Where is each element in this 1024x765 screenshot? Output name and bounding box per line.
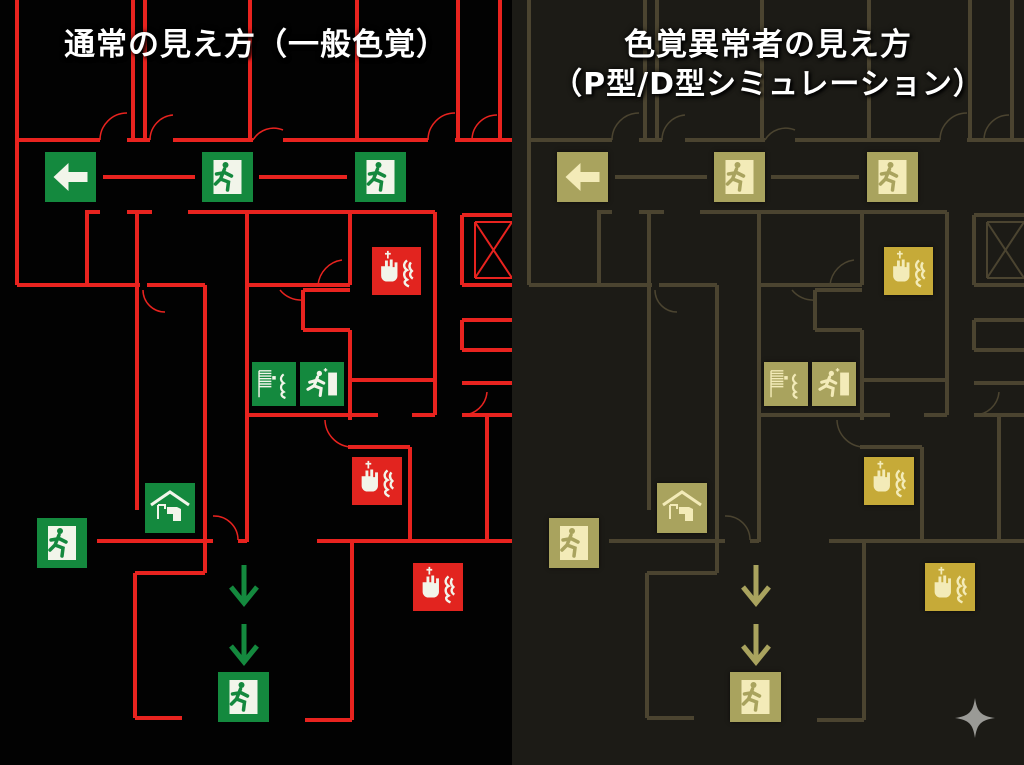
door-swing (317, 259, 343, 286)
sparkle-icon (955, 698, 995, 738)
door-swing (724, 515, 751, 541)
emergency-exit-icon (48, 526, 76, 560)
emergency-exit-sign (730, 672, 781, 722)
emergency-exit-icon (560, 526, 588, 560)
emergency-exit-sign (714, 152, 765, 202)
emergency-exit-icon (741, 680, 770, 714)
escape-route-icon (306, 368, 337, 397)
fire-alarm-call-point-sign (372, 247, 421, 295)
door-swing (764, 127, 796, 141)
refuge-shelter-sign (657, 483, 707, 533)
arrow-left-icon (53, 163, 88, 191)
door-swing (611, 112, 640, 141)
fire-alarm-call-point-sign (925, 563, 975, 611)
door-swing (427, 112, 456, 141)
door-swing (836, 419, 863, 448)
door-swing (99, 112, 128, 141)
emergency-exit-sign (355, 152, 406, 202)
fire-alarm-call-point-icon (381, 250, 414, 288)
elevator-cross (986, 221, 1024, 279)
fire-alarm-call-point-sign (864, 457, 914, 505)
fire-hose-reel-icon (770, 370, 798, 400)
door-swing (939, 112, 968, 141)
door-swing (252, 127, 284, 141)
emergency-exit-sign (549, 518, 599, 568)
panel-title-line2: （P型/D型シミュレーション） (552, 67, 984, 102)
emergency-exit-sign (218, 672, 269, 722)
escape-route-sign (300, 362, 344, 406)
arrow-left-sign (557, 152, 608, 202)
emergency-exit-icon (213, 160, 242, 194)
floor-plan (527, 0, 1024, 722)
fire-alarm-call-point-sign (352, 457, 402, 505)
emergency-exit-sign (37, 518, 87, 568)
emergency-exit-icon (229, 680, 258, 714)
floor-plan (15, 0, 512, 722)
arrow-down-sign (228, 622, 260, 666)
arrow-down-sign (740, 563, 772, 607)
door-swing (791, 289, 816, 301)
door-swing (471, 114, 498, 141)
color-blind-simulation-panel: 色覚異常者の見え方 （P型/D型シミュレーション） (512, 0, 1024, 765)
normal-vision-panel: 通常の見え方（一般色覚） (15, 0, 512, 722)
door-swing (983, 114, 1010, 141)
fire-alarm-call-point-icon (934, 566, 968, 604)
refuge-shelter-sign (145, 483, 195, 533)
emergency-exit-sign (867, 152, 918, 202)
elevator-cross (474, 221, 512, 279)
fire-hose-reel-icon (258, 370, 286, 400)
door-swing (212, 515, 239, 541)
refuge-shelter-icon (150, 490, 190, 521)
arrow-left-sign (45, 152, 96, 202)
fire-alarm-call-point-icon (361, 460, 395, 498)
door-swing (279, 289, 304, 301)
fire-alarm-call-point-sign (884, 247, 933, 295)
fire-hose-reel-sign (764, 362, 808, 406)
fire-alarm-call-point-sign (413, 563, 463, 611)
fire-hose-reel-sign (252, 362, 296, 406)
escape-route-icon (818, 368, 849, 397)
arrow-left-icon (565, 163, 600, 191)
door-swing (149, 114, 174, 141)
refuge-shelter-icon (662, 490, 702, 521)
emergency-exit-icon (366, 160, 395, 194)
door-swing (654, 289, 678, 313)
fire-alarm-call-point-icon (422, 566, 456, 604)
emergency-exit-icon (878, 160, 907, 194)
escape-route-sign (812, 362, 856, 406)
door-swing (142, 289, 166, 313)
door-swing (461, 391, 488, 416)
arrow-down-sign (228, 563, 260, 607)
emergency-exit-sign (202, 152, 253, 202)
panel-title-line1: 色覚異常者の見え方 (624, 27, 912, 63)
door-swing (661, 114, 686, 141)
fire-alarm-call-point-icon (873, 460, 907, 498)
fire-alarm-call-point-icon (893, 250, 926, 288)
door-swing (324, 419, 351, 448)
arrow-down-sign (740, 622, 772, 666)
door-swing (973, 391, 1000, 416)
emergency-exit-icon (725, 160, 754, 194)
panel-title: 通常の見え方（一般色覚） (64, 27, 448, 63)
door-swing (829, 259, 855, 286)
